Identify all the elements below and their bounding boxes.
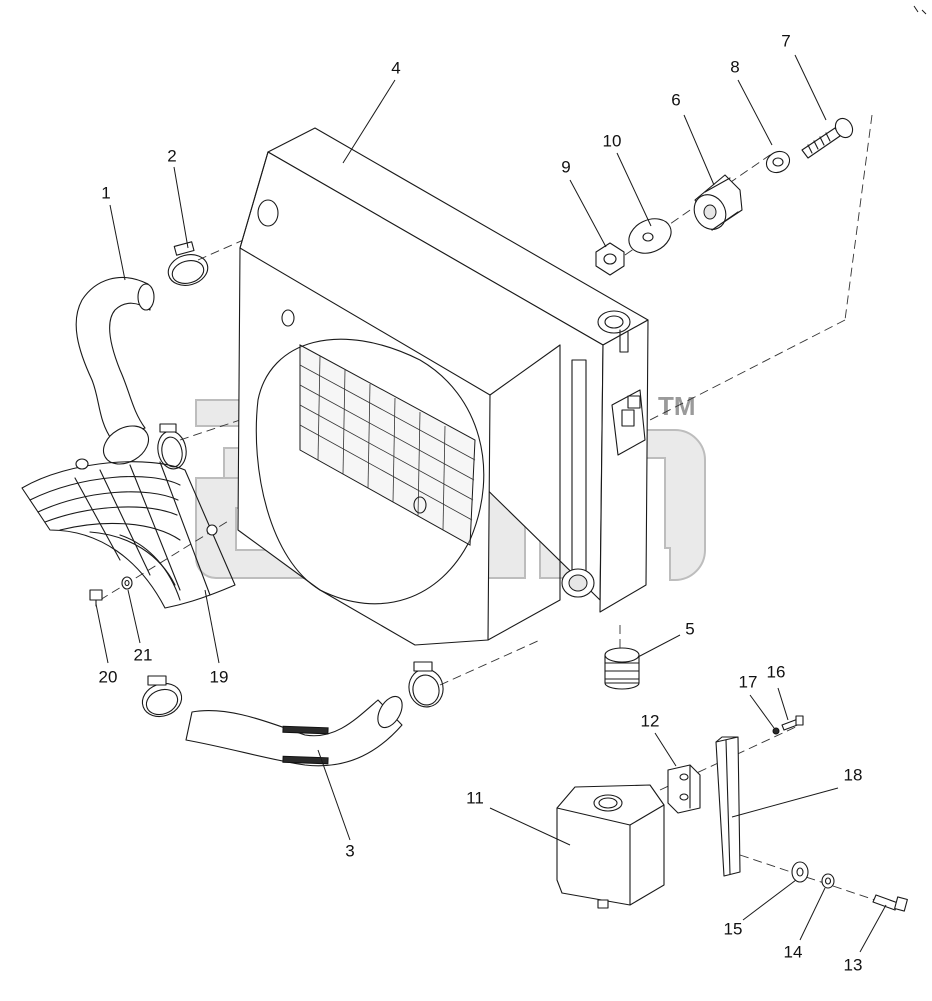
strip-washer: [772, 727, 780, 735]
strip-screw: [781, 715, 804, 731]
hose-clamp-upper: [167, 241, 209, 286]
callout-15: 15: [724, 919, 743, 938]
callout-10: 10: [603, 131, 622, 150]
callout-8: 8: [730, 57, 739, 76]
hose-clamp-lower-left: [141, 675, 183, 718]
radiator-core-mesh: [299, 344, 476, 546]
callout-12: 12: [641, 711, 660, 730]
mount-nut: [595, 242, 625, 276]
callout-5: 5: [685, 619, 694, 638]
callout-21: 21: [134, 645, 153, 664]
tank-bracket: [667, 764, 701, 814]
mount-large-washer: [628, 218, 672, 254]
rubber-bushing: [693, 174, 743, 231]
callout-labels: 1 2 3 4 5 6 7 8 9 10 11 12 13 14 15 16 1…: [99, 31, 863, 974]
radiator-mount-bracket: [611, 389, 646, 456]
support-flat-washer: [791, 861, 809, 883]
lower-hose: [185, 695, 403, 767]
callout-17: 17: [739, 672, 758, 691]
callout-6: 6: [671, 90, 680, 109]
callout-14: 14: [784, 942, 803, 961]
guard-bolt: [89, 589, 103, 607]
leader-lines: [95, 54, 887, 953]
support-lock-washer: [821, 873, 835, 889]
callout-2: 2: [167, 146, 176, 165]
mount-bolt: [801, 117, 854, 159]
callout-11: 11: [466, 788, 484, 807]
callout-20: 20: [99, 667, 118, 686]
upper-inlet-pipe: [257, 199, 279, 227]
callout-9: 9: [561, 157, 570, 176]
callout-16: 16: [767, 662, 786, 681]
support-strip: [715, 736, 741, 877]
callout-19: 19: [210, 667, 229, 686]
hose-clamp-lower-right: [408, 661, 444, 708]
corner-mark: [913, 5, 927, 15]
expansion-tank: [556, 784, 665, 909]
radiator-assembly: [237, 127, 649, 646]
callout-18: 18: [844, 765, 863, 784]
callout-1: 1: [101, 183, 110, 202]
callout-7: 7: [781, 31, 790, 50]
upper-hose: [75, 276, 155, 465]
callout-13: 13: [844, 955, 863, 974]
rubber-cushion: [604, 647, 640, 690]
callout-3: 3: [345, 841, 354, 860]
filler-neck: [597, 310, 631, 334]
callout-4: 4: [391, 58, 400, 77]
guard-washer: [121, 576, 133, 590]
fan-guard: [21, 458, 236, 609]
support-bolt: [872, 894, 908, 912]
mount-small-washer: [765, 150, 791, 174]
